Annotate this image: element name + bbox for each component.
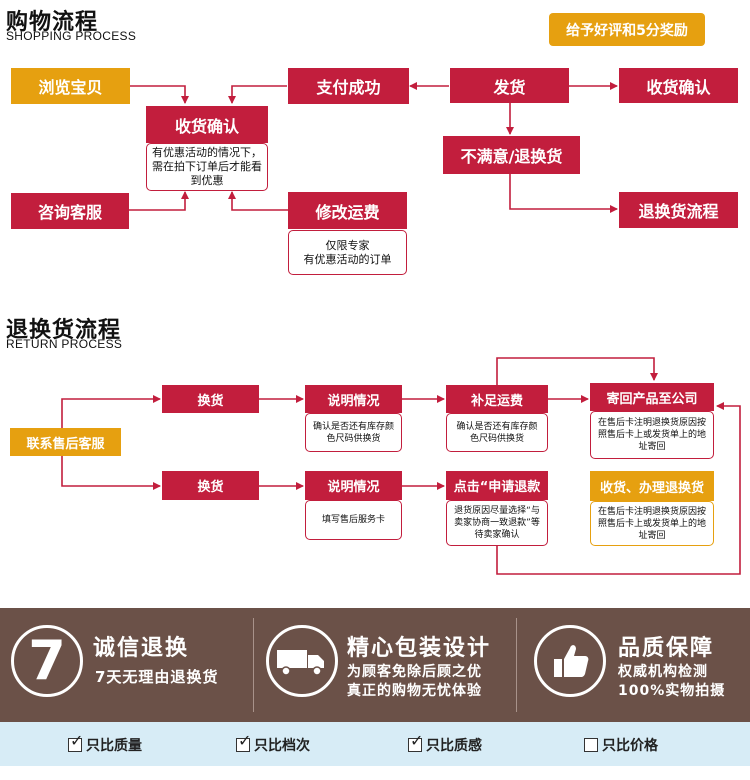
explain-bottom-box: 说明情况	[305, 471, 402, 500]
unsatisfied-box: 不满意/退换货	[443, 136, 580, 174]
modify-note-line1: 仅限专家	[325, 238, 370, 252]
send-back-note: 在售后卡注明退换货原因按照售后卡上或发货单上的地址寄回	[590, 411, 714, 459]
returns-title: 退换货流程	[6, 318, 122, 343]
returns-subtitle: RETURN PROCESS	[6, 337, 123, 351]
explain-top-note: 确认是否还有库存颜色尺码供换货	[305, 413, 402, 452]
item3-subtext-2: 100%实物拍摄	[618, 683, 726, 699]
check-quality-label: 只比质量	[86, 738, 142, 754]
modify-shipping-box: 修改运费	[288, 192, 407, 229]
modify-note-line2: 有优惠活动的订单	[303, 252, 392, 266]
shopping-title: 购物流程	[6, 10, 99, 35]
explain-bottom-note: 填写售后服务卡	[305, 500, 402, 540]
contact-service-box: 联系售后客服	[10, 428, 121, 456]
banner-divider-1	[253, 618, 254, 712]
apply-refund-box: 点击“申请退款	[446, 471, 548, 500]
send-back-box: 寄回产品至公司	[590, 383, 714, 411]
check-texture-label: 只比质感	[426, 738, 482, 754]
truck-icon	[266, 625, 338, 697]
check-price-label: 只比价格	[602, 738, 658, 754]
compare-strip: ✓ 只比质量 ✓ 只比档次 ✓ 只比质感 只比价格	[0, 722, 750, 766]
check-texture: ✓ 只比质感	[408, 731, 482, 755]
supplement-box: 补足运费	[446, 385, 548, 413]
shopping-subtitle: SHOPPING PROCESS	[6, 29, 137, 43]
return-flow-box: 退换货流程	[619, 192, 738, 228]
check-grade: ✓ 只比档次	[236, 731, 310, 755]
apply-refund-note: 退货原因尽量选择“与卖家协商一致退款”等待卖家确认	[446, 500, 548, 546]
receive-refund-box: 收货、办理退换货	[590, 471, 714, 501]
pay-success-box: 支付成功	[288, 68, 409, 104]
receive-confirm-box: 收货确认	[619, 68, 738, 103]
confirm-note: 有优惠活动的情况下，需在拍下订单后才能看到优惠	[146, 143, 268, 191]
item2-subtext-1: 为顾客免除后顾之优	[347, 664, 482, 680]
guarantee-banner: 7 诚信退换 7天无理由退换货 精心包装设计 为顾客免除后顾之优 真正的购物无忧…	[0, 608, 750, 722]
banner-divider-2	[516, 618, 517, 712]
item1-subtext: 7天无理由退换货	[95, 668, 219, 686]
check-quality: ✓ 只比质量	[68, 731, 142, 755]
check-price: 只比价格	[584, 735, 658, 755]
consult-box: 咨询客服	[11, 193, 129, 229]
browse-box: 浏览宝贝	[11, 68, 130, 104]
item1-heading: 诚信退换	[93, 636, 190, 661]
exchange-top-box: 换货	[162, 385, 259, 413]
checkbox-empty-icon	[584, 738, 598, 752]
check-grade-label: 只比档次	[254, 738, 310, 754]
item3-heading: 品质保障	[618, 636, 715, 661]
checkbox-checked-icon: ✓	[68, 731, 84, 752]
confirm-receipt-box: 收货确认	[146, 106, 268, 143]
reward-badge: 给予好评和5分奖励	[549, 13, 705, 46]
modify-note: 仅限专家 有优惠活动的订单	[288, 230, 407, 275]
thumbs-up-icon	[534, 625, 606, 697]
receive-refund-note: 在售后卡注明退换货原因按照售后卡上或发货单上的地址寄回	[590, 501, 714, 546]
item2-heading: 精心包装设计	[347, 636, 492, 661]
seven-day-badge: 7	[11, 625, 83, 697]
supplement-note: 确认是否还有库存颜色尺码供换货	[446, 413, 548, 452]
explain-top-box: 说明情况	[305, 385, 402, 413]
item3-subtext-1: 权威机构检测	[618, 664, 708, 680]
seven-day-number: 7	[28, 629, 66, 692]
exchange-bottom-box: 换货	[162, 471, 259, 500]
ship-box: 发货	[450, 68, 569, 103]
item2-subtext-2: 真正的购物无忧体验	[347, 683, 482, 699]
checkbox-checked-icon: ✓	[236, 731, 252, 752]
checkbox-checked-icon: ✓	[408, 731, 424, 752]
